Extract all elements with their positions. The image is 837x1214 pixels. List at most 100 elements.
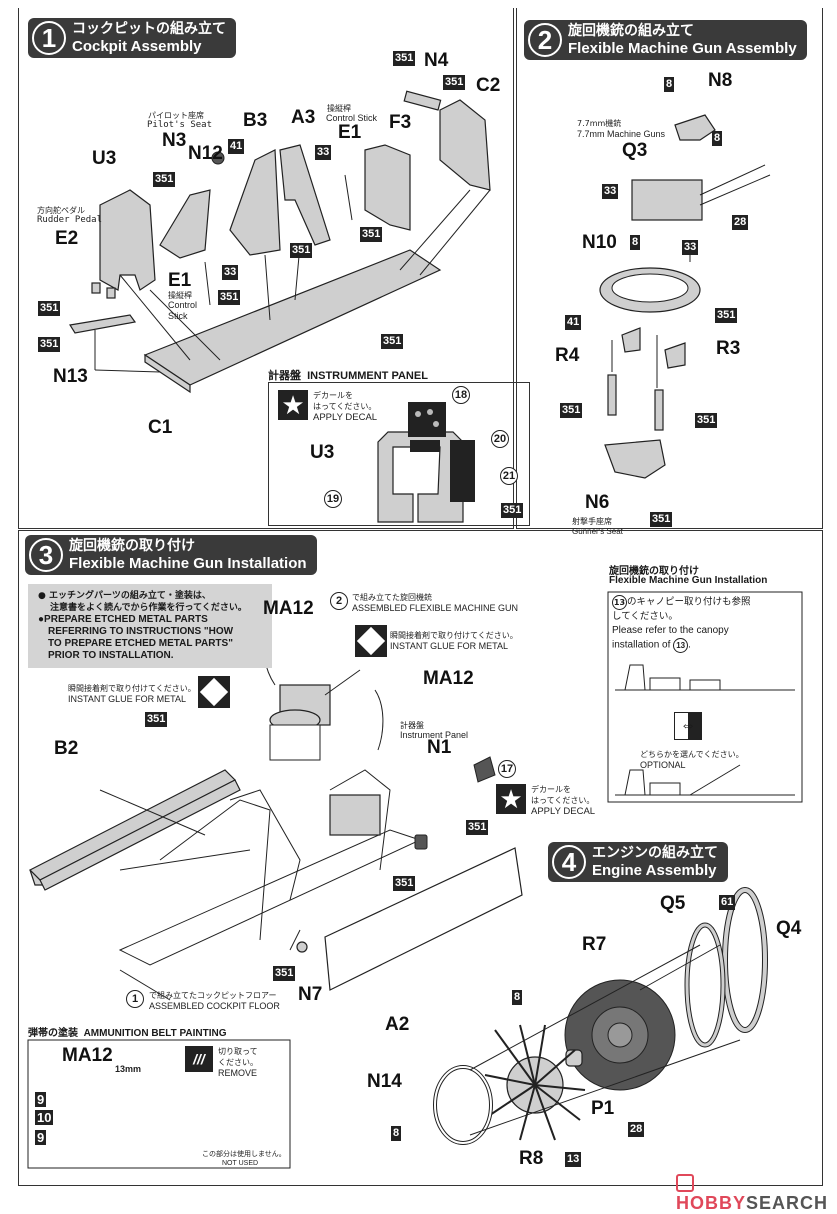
hobby-search-logo-icon (676, 1174, 694, 1193)
glue-label-jp-2: 瞬間接着剤で取り付けてください。 (68, 684, 196, 693)
ammo-frame (27, 1039, 291, 1169)
part-label-b3: B3 (243, 110, 268, 131)
paint-code: 33 (222, 265, 239, 280)
note-jp-1: エッチングパーツの組み立て・塗装は、 (49, 591, 211, 601)
part-label-e1b: E1 (168, 270, 192, 291)
mg-label-en: 7.7mm Machine Guns (577, 129, 666, 139)
part-b3 (229, 149, 281, 256)
instrument-label-en: Instrument Panel (400, 730, 469, 740)
paint-code-9b: 9 (35, 1130, 47, 1145)
mg-label-jp: 7.7mm機銃 (577, 119, 622, 128)
paint-code: 28 (628, 1122, 645, 1137)
paint-code-10: 10 (35, 1110, 54, 1125)
decal-18: 18 (452, 386, 470, 404)
part-f3 (364, 144, 411, 231)
decal-19: 19 (324, 490, 342, 508)
part-label-e2: E2 (55, 228, 79, 249)
step-title-en: Flexible Machine Gun Assembly (568, 40, 797, 57)
watermark-brand-b: SEARCH (746, 1193, 829, 1213)
paint-code: 351 (38, 337, 61, 352)
part-r3 (654, 389, 664, 431)
part-label-n14: N14 (367, 1071, 402, 1092)
instrument-panel-title: 計器盤 INSTRUMMENT PANEL (268, 367, 428, 383)
part-label-q4: Q4 (776, 918, 802, 939)
step-number: 2 (528, 23, 562, 57)
ref-13-b: 13 (673, 638, 689, 653)
paint-code: 351 (560, 403, 583, 418)
ref-13: 13 (612, 595, 627, 610)
instrument-box (329, 794, 381, 836)
paint-code: 28 (732, 215, 749, 230)
part-label-r4: R4 (555, 345, 580, 366)
part-label-n1: N1 (427, 737, 452, 758)
assembled-floor-jp: で組み立てたコックピットフロアー (149, 991, 277, 1000)
gunner-seat-label-jp: 射撃手座席 (572, 517, 612, 526)
part-label-n13: N13 (53, 366, 88, 387)
paint-code: 8 (391, 1126, 402, 1141)
optional-en: OPTIONAL (640, 760, 686, 770)
paint-code: 33 (315, 145, 332, 160)
side-note-en-2: installation of (612, 639, 671, 651)
star-decal-icon: ★ (278, 390, 308, 420)
step2-frame (516, 8, 823, 529)
paint-code: 351 (393, 876, 416, 891)
control-stick-label-en: Control Stick (326, 113, 378, 123)
paint-code: 33 (602, 184, 619, 199)
note-en-1: PREPARE ETCHED METAL PARTS (44, 614, 208, 625)
apply-decal-text: デカールをはってください。APPLY DECAL (313, 390, 377, 423)
decal-en: APPLY DECAL (531, 806, 596, 817)
remove-jp-2: ください。 (218, 1058, 258, 1067)
part-label-u3: U3 (92, 148, 117, 169)
note-en-4: PRIOR TO INSTALLATION. (48, 650, 174, 661)
instrument-panel-box (268, 382, 530, 526)
paint-code: 8 (664, 77, 675, 92)
part-label-n12: N12 (188, 143, 223, 164)
part-label-n8: N8 (708, 70, 733, 91)
part-label-f3: F3 (389, 112, 412, 133)
paint-code: 351 (145, 712, 168, 727)
paint-code: 13 (565, 1152, 582, 1167)
part-label-n6: N6 (585, 492, 610, 513)
assembled-gun-en: ASSEMBLED FLEXIBLE MACHINE GUN (352, 603, 519, 613)
flag-r4 (621, 327, 641, 353)
part-n12 (211, 151, 225, 165)
paint-code: 8 (512, 990, 523, 1005)
glue-label-jp: 瞬間接着剤で取り付けてください。 (390, 631, 518, 640)
part-label-q3: Q3 (622, 140, 648, 161)
glue-label-en: INSTANT GLUE FOR METAL (390, 641, 509, 651)
paint-code: 351 (360, 227, 383, 242)
instrument-part-u3: U3 (310, 442, 335, 463)
side-note-en-1: Please refer to the canopy (612, 625, 729, 636)
part-label-r7: R7 (582, 934, 607, 955)
ref-step-1: 1 (126, 990, 144, 1008)
decal-17-plate (473, 756, 496, 783)
part-label-r8: R8 (519, 1148, 544, 1169)
instant-glue-icon-2 (198, 676, 230, 708)
part-label-a2: A2 (385, 1014, 410, 1035)
remove-jp-1: 切り取って (218, 1047, 258, 1056)
part-label-e1: E1 (338, 122, 362, 143)
side-note-frame (607, 591, 803, 803)
part-q3 (631, 179, 703, 221)
note-en-2: REFERRING TO INSTRUCTIONS "HOW (48, 626, 234, 637)
side-note-title-jp: 旋回機銃の取り付け (609, 566, 699, 577)
part-label-q5: Q5 (660, 893, 686, 914)
paint-code: 351 (153, 172, 176, 187)
step-number: 4 (552, 845, 586, 879)
ammo-length: 13mm (115, 1064, 142, 1074)
note-jp-2: 注意書をよく読んでから作業を行ってください。 (50, 603, 247, 613)
instrument-title-en: INSTRUMMENT PANEL (307, 370, 428, 382)
ref-step-2: 2 (330, 592, 348, 610)
part-label-ma12: MA12 (263, 598, 314, 619)
paint-code: 351 (290, 243, 313, 258)
step-title-jp: エンジンの組み立て (592, 845, 718, 861)
paint-code: 351 (38, 301, 61, 316)
pushrods (484, 1024, 586, 1141)
paint-code: 351 (393, 51, 416, 66)
control-stick2-line2: Stick (168, 311, 188, 321)
rudder-pedal-label-jp: 方向舵ペダル (37, 206, 85, 215)
paint-code: 351 (218, 290, 241, 305)
